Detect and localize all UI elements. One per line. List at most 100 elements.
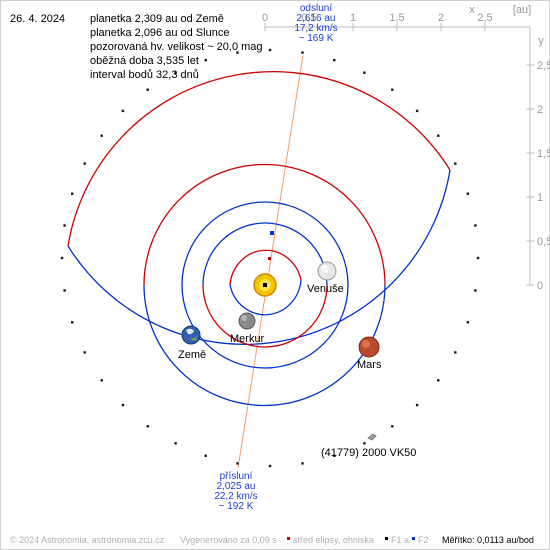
footer: © 2024 Astronomia, astronomia.zcu.cz Vyg… — [10, 535, 534, 545]
orbit-point — [363, 71, 366, 74]
focus-marker — [268, 257, 271, 260]
orbit-point — [63, 289, 66, 292]
ellipse-center-marker — [270, 231, 274, 235]
orbit-point — [60, 256, 64, 260]
perihelion-label: přísluní 2,025 au 22,2 km/s ~ 192 K — [214, 471, 257, 512]
orbit-point — [146, 425, 149, 428]
f1-legend-label: F1 a — [391, 535, 409, 545]
orbit-point — [466, 321, 469, 324]
x-axis: 0 0,5 1 1,5 2 2,5 x [au] — [262, 4, 531, 31]
orbit-point — [391, 88, 394, 91]
perihelion-speed: 22,2 km/s — [214, 491, 257, 502]
x-tick-label: 1 — [350, 12, 356, 24]
mars-label: Mars — [357, 359, 382, 371]
orbit-point — [333, 454, 336, 457]
axis-unit: [au] — [513, 4, 531, 16]
orbit-point — [204, 59, 207, 62]
orbit-point — [174, 442, 177, 445]
orbit-point — [146, 88, 149, 91]
y-tick-label: 0,5 — [537, 236, 550, 248]
info-line: oběžná doba 3,535 let — [90, 55, 199, 67]
orbit-point — [391, 425, 394, 428]
mercury-label: Merkur — [230, 333, 265, 345]
orbit-point — [236, 51, 239, 54]
f2-legend-label: F2 — [418, 535, 429, 545]
orbit-point — [476, 256, 480, 260]
orbit-point — [121, 109, 125, 113]
aphelion-label: odsluní 2,616 au 17,2 km/s ~ 169 K — [294, 3, 337, 44]
orbit-points — [60, 48, 480, 468]
perihelion-temp: ~ 192 K — [219, 501, 254, 512]
info-line: planetka 2,309 au od Země — [90, 13, 224, 25]
sun-icon — [253, 273, 277, 297]
orbit-point — [437, 134, 440, 137]
y-tick-label: 2,5 — [537, 60, 550, 72]
orbit-point — [121, 403, 125, 407]
x-tick-label: 0,5 — [301, 12, 316, 24]
aphelion-distance: 2,616 au — [297, 13, 336, 24]
venus-label: Venuše — [307, 283, 344, 295]
x-tick-label: 0 — [262, 12, 268, 24]
asteroid-label: (41779) 2000 VK50 — [321, 447, 416, 459]
copyright-text: © 2024 Astronomia, astronomia.zcu.cz — [10, 535, 165, 545]
x-tick-label: 2 — [438, 12, 444, 24]
mercury-icon — [238, 312, 256, 330]
center-legend-label: střed elipsy, ohniska — [293, 535, 374, 545]
orbit-point — [474, 289, 477, 292]
orbit-point — [454, 162, 457, 165]
orbit-point — [437, 379, 440, 382]
x-tick-label: 1,5 — [389, 12, 404, 24]
orbit-point — [301, 462, 304, 465]
aphelion-speed: 17,2 km/s — [294, 23, 337, 34]
y-tick-label: 2 — [537, 104, 543, 116]
orbit-point — [333, 59, 336, 62]
asteroid-orbit — [67, 71, 451, 345]
orbit-point — [83, 162, 86, 165]
venus-icon — [317, 261, 337, 281]
orbit-point — [454, 351, 457, 354]
f1-legend-marker — [385, 537, 388, 540]
orbit-point — [100, 379, 103, 382]
generated-text: Vygenerováno za 0,09 s — [180, 535, 277, 545]
orbit-point — [415, 109, 419, 113]
perihelion-title: přísluní — [220, 471, 253, 482]
apsis-line — [237, 54, 304, 469]
scale-text: Měřítko: 0,0113 au/bod — [442, 535, 534, 545]
mercury-orbit — [229, 249, 302, 316]
y-axis-letter: y — [538, 35, 544, 47]
orbit-point — [71, 192, 74, 195]
orbit-point — [301, 51, 304, 54]
orbit-point — [63, 224, 66, 227]
orbit-point — [268, 48, 272, 52]
x-axis-letter: x — [469, 4, 475, 16]
y-tick-label: 1,5 — [537, 148, 550, 160]
orbit-point — [100, 134, 103, 137]
earth-icon — [181, 325, 201, 345]
orbit-point — [71, 321, 74, 324]
y-tick-label: 0 — [537, 280, 543, 292]
info-line: pozorovaná hv. velikost ~ 20,0 mag — [90, 41, 263, 53]
aphelion-title: odsluní — [300, 3, 332, 14]
date-text: 26. 4. 2024 — [10, 13, 65, 25]
y-tick-label: 1 — [537, 192, 543, 204]
orbit-point — [474, 224, 477, 227]
orbit-point — [363, 442, 366, 445]
orbit-point — [268, 464, 272, 468]
asteroid-icon — [367, 433, 377, 441]
aphelion-temp: ~ 169 K — [299, 33, 334, 44]
info-line: interval bodů 32,3 dnů — [90, 69, 199, 81]
f2-legend-marker — [412, 537, 415, 540]
orbit-point — [174, 71, 177, 74]
perihelion-distance: 2,025 au — [217, 481, 256, 492]
orbit-point — [415, 403, 419, 407]
info-line: planetka 2,096 au od Slunce — [90, 27, 229, 39]
orbit-point — [83, 351, 86, 354]
earth-orbit — [181, 201, 349, 369]
y-axis: 2,5 2 1,5 1 0,5 0 y — [526, 27, 550, 292]
x-tick-label: 2,5 — [477, 12, 492, 24]
orbit-point — [236, 462, 239, 465]
info-panel: 26. 4. 2024 planetka 2,309 au od Země pl… — [10, 13, 263, 81]
center-legend-marker — [287, 537, 290, 540]
